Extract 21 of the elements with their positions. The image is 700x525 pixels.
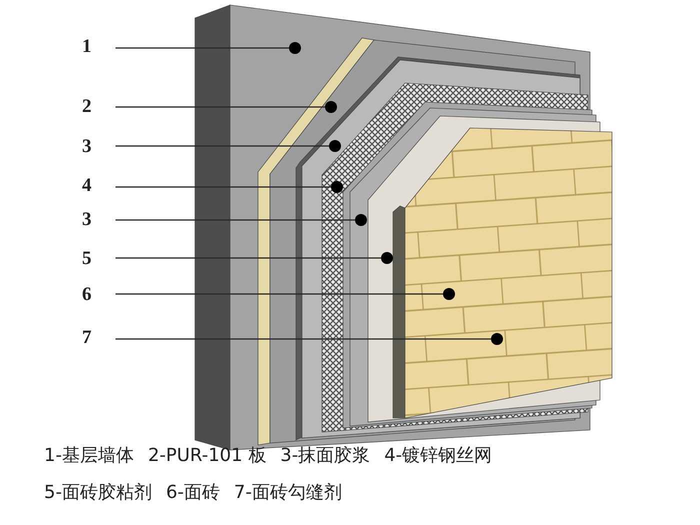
legend-text: 1-基层墙体 [44,447,134,465]
callout-number: 5 [82,249,92,268]
legend-text: 6-面砖 [166,484,220,502]
leader-line [116,106,325,108]
leader-line [116,257,381,259]
callout-number: 3 [82,210,92,229]
legend-text: 7-面砖勾缝剂 [234,484,342,502]
leader-line [116,219,355,221]
legend-text: 2-PUR-101 板 [148,447,266,465]
callout-number: 2 [82,97,92,116]
leader-line [116,145,329,147]
callout-number: 3 [82,137,92,156]
legend-text: 4-镀锌钢丝网 [384,447,492,465]
legend-text: 3-抹面胶浆 [280,447,370,465]
callout-number: 6 [82,285,92,304]
callout-number: 1 [82,37,92,56]
callout-number: 7 [82,328,92,347]
leader-line [116,293,443,295]
leader-line [116,47,289,49]
legend-text: 5-面砖胶粘剂 [44,484,152,502]
callout-number: 4 [82,176,92,195]
